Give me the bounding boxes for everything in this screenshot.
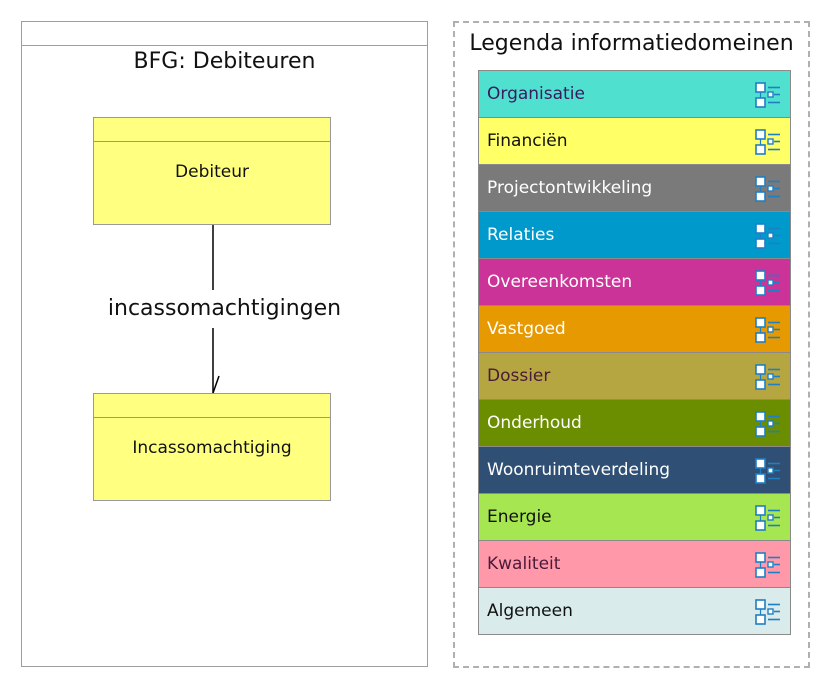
- legend-item: Woonruimteverdeling: [478, 446, 791, 494]
- class-list-icon: [754, 457, 782, 485]
- legend-item-label: Overeenkomsten: [487, 272, 633, 292]
- class-list-icon: [754, 551, 782, 579]
- frame-header: [22, 22, 427, 46]
- legend-item: Kwaliteit: [478, 540, 791, 588]
- class-list-icon: [754, 222, 782, 250]
- class-list-icon: [754, 363, 782, 391]
- class-list-icon: [754, 316, 782, 344]
- class-list-icon: [754, 504, 782, 532]
- diagram-title: BFG: Debiteuren: [133, 49, 316, 74]
- legend-item-label: Vastgoed: [487, 319, 566, 339]
- legend-item-label: Woonruimteverdeling: [487, 460, 671, 480]
- class-list-icon: [754, 81, 782, 109]
- legend-item-label: Financiën: [487, 131, 568, 151]
- legend-title: Legenda informatiedomeinen: [469, 31, 794, 56]
- class-list-icon: [754, 128, 782, 156]
- legend-item-label: Relaties: [487, 225, 555, 245]
- legend-item: Onderhoud: [478, 399, 791, 447]
- entity-incassomachtiging[interactable]: Incassomachtiging: [93, 393, 331, 501]
- legend-item-label: Onderhoud: [487, 413, 582, 433]
- class-list-icon: [754, 410, 782, 438]
- diagram-frame: BFG: Debiteuren: [21, 21, 428, 667]
- legend-item: Relaties: [478, 211, 791, 259]
- entity-name: Debiteur: [175, 162, 249, 182]
- legend-item: Overeenkomsten: [478, 258, 791, 306]
- legend-item-label: Energie: [487, 507, 552, 527]
- legend-item: Projectontwikkeling: [478, 164, 791, 212]
- legend-item: Dossier: [478, 352, 791, 400]
- relation-label: incassomachtigingen: [107, 296, 342, 321]
- legend-item: Vastgoed: [478, 305, 791, 353]
- class-list-icon: [754, 175, 782, 203]
- legend-item: Energie: [478, 493, 791, 541]
- legend-item-label: Projectontwikkeling: [487, 178, 653, 198]
- legend-item: Organisatie: [478, 70, 791, 118]
- entity-header: [94, 394, 330, 418]
- legend-item: Algemeen: [478, 587, 791, 635]
- entity-name: Incassomachtiging: [132, 438, 292, 458]
- legend-item-label: Kwaliteit: [487, 554, 561, 574]
- class-list-icon: [754, 269, 782, 297]
- legend-item: Financiën: [478, 117, 791, 165]
- legend-item-label: Algemeen: [487, 601, 573, 621]
- entity-debiteur[interactable]: Debiteur: [93, 117, 331, 225]
- class-list-icon: [754, 598, 782, 626]
- entity-header: [94, 118, 330, 142]
- legend-item-label: Organisatie: [487, 84, 585, 104]
- legend-item-label: Dossier: [487, 366, 551, 386]
